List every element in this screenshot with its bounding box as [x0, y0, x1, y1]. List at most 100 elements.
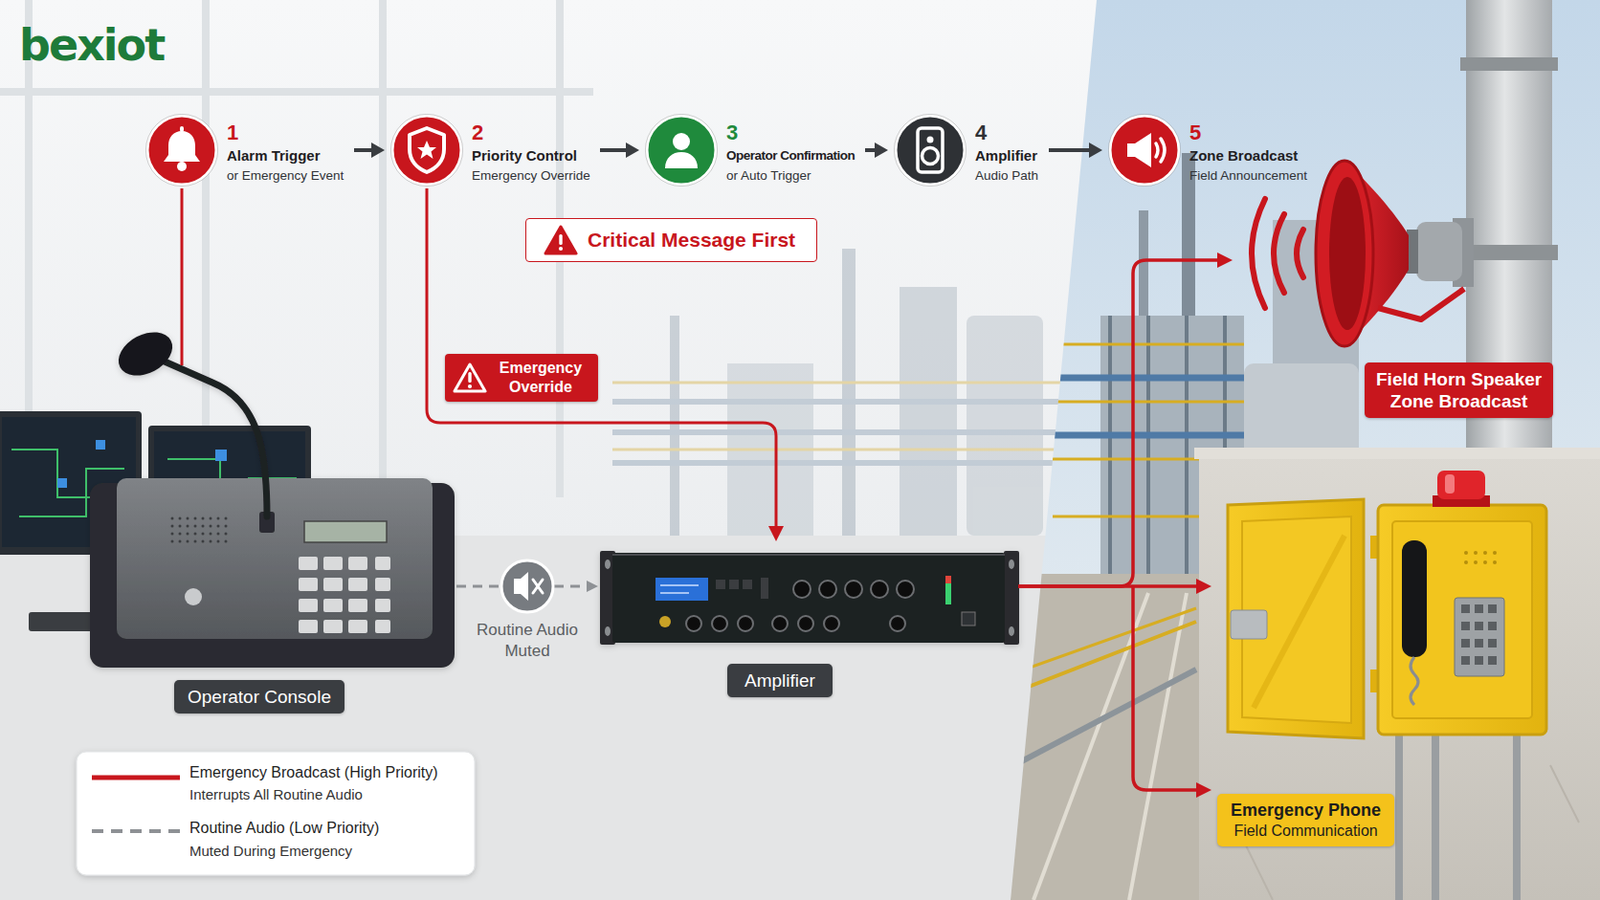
- operator-console-part: [164, 361, 267, 517]
- window-frames-part: [0, 88, 594, 96]
- flow-arrow: [600, 142, 640, 158]
- arrowhead: [1196, 578, 1212, 595]
- amplifier-part: [612, 554, 1005, 556]
- step-icon-part: [390, 113, 463, 186]
- step-text: 1Alarm Triggeror Emergency Event: [226, 120, 344, 185]
- amplifier-part-part: [844, 580, 863, 599]
- callout-number: 2: [471, 120, 591, 146]
- override-box: Emergency Override: [444, 354, 599, 402]
- amplifier-part: [1008, 626, 1015, 637]
- operator-console-part-part: [375, 620, 391, 634]
- arrowhead: [371, 142, 385, 158]
- legend-note: Muted During Emergency: [189, 842, 353, 861]
- emergency-phone-part: [1377, 505, 1547, 735]
- monitors-part-part: [57, 478, 67, 489]
- step-subtitle: or Auto Trigger: [726, 166, 855, 185]
- distant-refinery-part: [612, 401, 1097, 464]
- operator-console-part-part: [217, 517, 221, 521]
- operator-console-part: [116, 478, 433, 640]
- amplifier-part-part: [729, 579, 739, 590]
- plant-photo-part-part: [1184, 315, 1189, 575]
- connector-line: [1018, 260, 1220, 587]
- amplifier-part-part: [660, 592, 689, 595]
- horn-speaker-part: [1377, 288, 1465, 320]
- operator-console-part-part: [298, 556, 318, 571]
- operator-console-part-part: [201, 540, 205, 544]
- amplifier-part: [659, 616, 671, 628]
- emergency-phone-part-part: [1488, 656, 1497, 666]
- plant-photo-part: [995, 0, 1600, 900]
- emergency-phone-part: [1444, 474, 1455, 494]
- step-icon-part: [922, 148, 939, 165]
- emergency-phone-part-part: [1464, 560, 1468, 565]
- monitors-part-part: [11, 449, 106, 498]
- step-icon: [145, 113, 219, 187]
- horn-speaker-part: [1416, 222, 1463, 282]
- plant-photo: [995, 0, 1600, 900]
- plant-photo-part-part: [1108, 315, 1112, 575]
- emergency-phone-node: Emergency PhoneField Communication: [1213, 473, 1551, 852]
- horn-speaker: [1251, 160, 1474, 347]
- operator-console-part: [184, 588, 202, 606]
- emergency-phone-part: [1437, 470, 1486, 500]
- warning-icon-part: [467, 384, 472, 389]
- operator-console-part-part: [323, 599, 343, 613]
- operator-console-part-part: [375, 556, 391, 571]
- amplifier-part-part: [711, 616, 728, 632]
- step-icon-part: [917, 128, 943, 173]
- emergency-phone-part-part: [1492, 551, 1497, 556]
- connector-line: [1048, 148, 1091, 153]
- emergency-phone-part: [1392, 521, 1533, 719]
- flow-arrow: [354, 142, 385, 158]
- warning-icon-part: [558, 234, 562, 245]
- operator-console-part: [111, 323, 180, 384]
- operator-console-part-part: [194, 525, 198, 529]
- amplifier-part-part: [737, 616, 754, 632]
- operator-console-part-part: [178, 533, 182, 536]
- operator-console-part-part: [209, 517, 213, 521]
- emergency-phone-part-part: [1395, 732, 1403, 900]
- amplifier-part: [715, 577, 769, 600]
- emergency-phone-part-part: [1431, 732, 1440, 900]
- distant-refinery: [612, 248, 1097, 536]
- horn-speaker-node: Field Horn SpeakerZone Broadcast: [1236, 191, 1556, 422]
- emergency-line: [181, 188, 183, 366]
- legend-line: [91, 776, 180, 781]
- emergency-phone-part: [1464, 551, 1497, 565]
- connector-line: [1133, 586, 1199, 791]
- device-sublabel: Field Communication: [1230, 821, 1381, 842]
- operator-console-part-part: [209, 525, 213, 529]
- step-icon-part: [672, 133, 690, 151]
- operator-console-part-part: [323, 556, 343, 571]
- label-pill: Amplifier: [727, 664, 833, 698]
- legend-text: Emergency Broadcast (High Priority): [189, 763, 439, 783]
- pole-part: [1460, 244, 1558, 261]
- operator-console-part: [298, 556, 391, 634]
- emergency-phone-part: [1454, 598, 1505, 677]
- step-title: Zone Broadcast: [1189, 145, 1308, 167]
- callout-box: Critical Message First: [525, 218, 818, 263]
- muted-speaker-icon: [501, 560, 554, 613]
- legend-text: Routine Audio (Low Priority): [189, 819, 379, 839]
- plant-photo-part: [1023, 622, 1197, 689]
- arrowhead: [874, 142, 889, 158]
- operator-console-part-part: [375, 599, 391, 613]
- emergency-phone-part: [1227, 499, 1364, 739]
- amplifier-part-part: [819, 580, 837, 599]
- operator-console-part-part: [323, 577, 343, 592]
- device-label: Emergency Phone: [1230, 800, 1381, 822]
- process-step: 3Operator Confirmationor Auto Trigger: [644, 113, 860, 187]
- emergency-phone-part: [1401, 540, 1427, 658]
- operator-console-part-part: [224, 540, 228, 544]
- process-step: 5Zone BroadcastField Announcement: [1108, 113, 1312, 187]
- operator-console-part-part: [186, 540, 190, 544]
- operator-console-part-part: [224, 533, 228, 536]
- step-title: Alarm Trigger: [226, 145, 344, 167]
- operator-console-part-part: [217, 525, 221, 529]
- distant-refinery-part-part: [612, 448, 1097, 452]
- step-icon-part: [927, 136, 934, 144]
- step-icon-part: [392, 115, 462, 185]
- device-label: Operator Console: [187, 686, 332, 709]
- operator-console-part-part: [186, 525, 190, 529]
- flow-arrow: [1048, 142, 1103, 158]
